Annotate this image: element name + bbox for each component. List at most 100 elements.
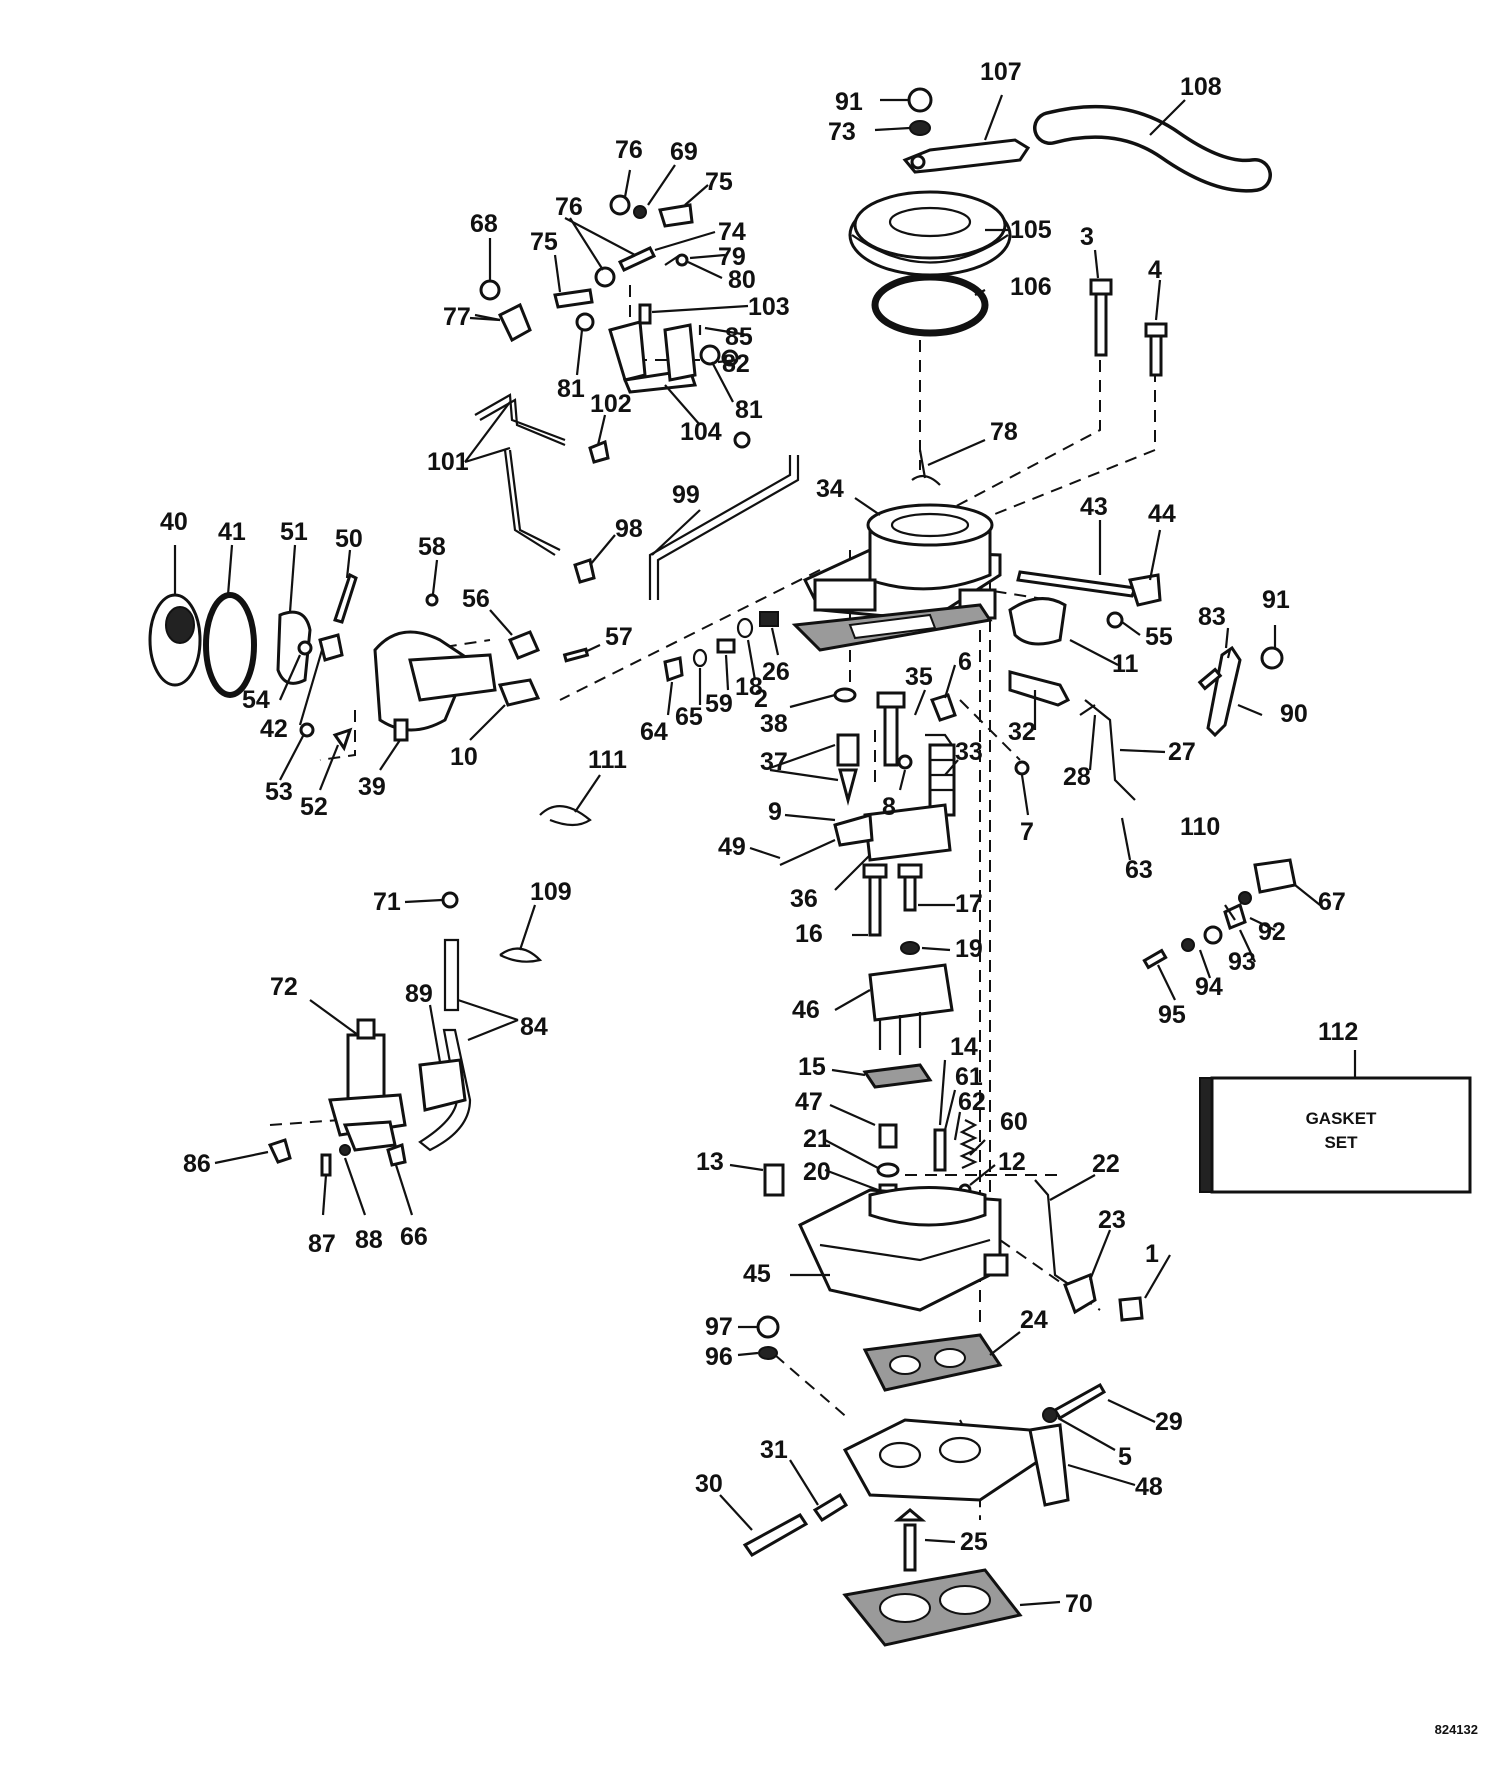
callout-18: 18 (735, 673, 763, 701)
callout-72: 72 (270, 973, 298, 1001)
part-39-pump-body (373, 630, 497, 742)
part-107-bracket (902, 138, 1031, 174)
part-97-96-nut-washer (756, 1315, 780, 1360)
callout-40: 40 (160, 508, 188, 536)
callout-78: 78 (990, 418, 1018, 446)
part-29-5-screw (1042, 1382, 1107, 1423)
part-34-carburetor-top (802, 503, 1002, 622)
callout-61: 61 (955, 1063, 983, 1091)
callout-93: 93 (1228, 948, 1256, 976)
callout-7: 7 (1020, 818, 1034, 846)
callout-108: 108 (1180, 73, 1222, 101)
part-2-gasket (791, 603, 993, 652)
callout-95: 95 (1158, 1001, 1186, 1029)
callout-105: 105 (1010, 216, 1052, 244)
gasket-set-line1: GASKET (1306, 1109, 1377, 1128)
part-112-gasket-set-box: GASKET SET (1199, 1076, 1472, 1194)
part-78-clip (911, 449, 941, 486)
callout-17: 17 (955, 890, 983, 918)
part-37-needle-seat (836, 733, 860, 806)
part-77-lever (469, 302, 532, 343)
callout-109: 109 (530, 878, 572, 906)
callout-65: 65 (675, 703, 703, 731)
callout-59: 59 (705, 690, 733, 718)
callout-27: 27 (1168, 738, 1196, 766)
part-16-17-screws (862, 863, 923, 955)
callout-60: 60 (1000, 1108, 1028, 1136)
callout-86: 86 (183, 1150, 211, 1178)
callout-labels: 1 2 3 4 5 6 7 8 9 10 11 12 13 14 15 16 1… (160, 58, 1358, 1618)
callout-5: 5 (1118, 1443, 1132, 1471)
callout-104: 104 (680, 418, 722, 446)
callout-37: 37 (760, 748, 788, 776)
part-55-screw (1106, 611, 1124, 629)
part-47-21-20-jets (876, 1123, 900, 1201)
callout-6: 6 (958, 648, 972, 676)
part-109-clip (499, 947, 543, 963)
callout-35: 35 (905, 663, 933, 691)
callout-91b: 91 (1262, 586, 1290, 614)
part-111-clip (539, 805, 592, 827)
part-110-67-block (1238, 858, 1297, 905)
part-74-screw (617, 246, 657, 272)
part-102-98-fittings (573, 439, 610, 584)
callout-106: 106 (1010, 273, 1052, 301)
part-71-84-fuel-hoses (418, 891, 472, 1152)
part-108-fuel-hose (1033, 104, 1272, 193)
part-13-plug (763, 1163, 785, 1197)
callout-63: 63 (1125, 856, 1153, 884)
callout-10: 10 (450, 743, 478, 771)
callout-91a: 91 (835, 88, 863, 116)
callout-83: 83 (1198, 603, 1226, 631)
part-61-62-60-pump-spring (933, 1119, 978, 1197)
callout-49: 49 (718, 833, 746, 861)
callout-29: 29 (1155, 1408, 1183, 1436)
callout-88: 88 (355, 1226, 383, 1254)
part-33-8-pump (897, 733, 956, 817)
callout-47: 47 (795, 1088, 823, 1116)
callout-22: 22 (1092, 1150, 1120, 1178)
callout-50: 50 (335, 525, 363, 553)
callout-19: 19 (955, 935, 983, 963)
callout-81b: 81 (735, 396, 763, 424)
callout-58: 58 (418, 533, 446, 561)
part-53-52-42-54 (297, 633, 353, 752)
callout-87: 87 (308, 1230, 336, 1258)
callout-36: 36 (790, 885, 818, 913)
callout-99: 99 (672, 481, 700, 509)
part-41-ring (203, 592, 257, 698)
part-51-diaphragm (276, 610, 312, 685)
callout-96: 96 (705, 1343, 733, 1371)
callout-81a: 81 (557, 375, 585, 403)
callout-2: 2 (754, 685, 768, 713)
callout-46: 46 (792, 996, 820, 1024)
callout-53: 53 (265, 778, 293, 806)
part-68-76-69-75-nuts (479, 194, 694, 301)
part-15-gasket (862, 1063, 933, 1089)
part-92-95-fittings (1142, 902, 1247, 970)
part-101-fuel-line (474, 393, 566, 556)
callout-24: 24 (1020, 1306, 1048, 1334)
part-11-gasket-plate (1008, 597, 1067, 646)
callout-38: 38 (760, 710, 788, 738)
part-106-gasket-ring (871, 273, 989, 337)
callout-62: 62 (958, 1088, 986, 1116)
callout-32: 32 (1008, 718, 1036, 746)
part-99-tube (648, 455, 800, 600)
part-70-base-gasket (842, 1568, 1023, 1647)
part-91-73-nut-washer (907, 87, 1284, 670)
callout-107: 107 (980, 58, 1022, 86)
callout-76b: 76 (555, 193, 583, 221)
part-89-gasket (418, 1058, 467, 1112)
callout-85: 85 (725, 323, 753, 351)
callout-74: 74 (718, 218, 746, 246)
callout-71: 71 (373, 888, 401, 916)
part-7-screw (1014, 760, 1030, 776)
callout-70: 70 (1065, 1590, 1093, 1618)
callout-92: 92 (1258, 918, 1286, 946)
part-46-venturi-cluster (868, 963, 954, 1055)
part-36-float (779, 803, 952, 867)
part-24-gasket (862, 1333, 1003, 1392)
callout-31: 31 (760, 1436, 788, 1464)
